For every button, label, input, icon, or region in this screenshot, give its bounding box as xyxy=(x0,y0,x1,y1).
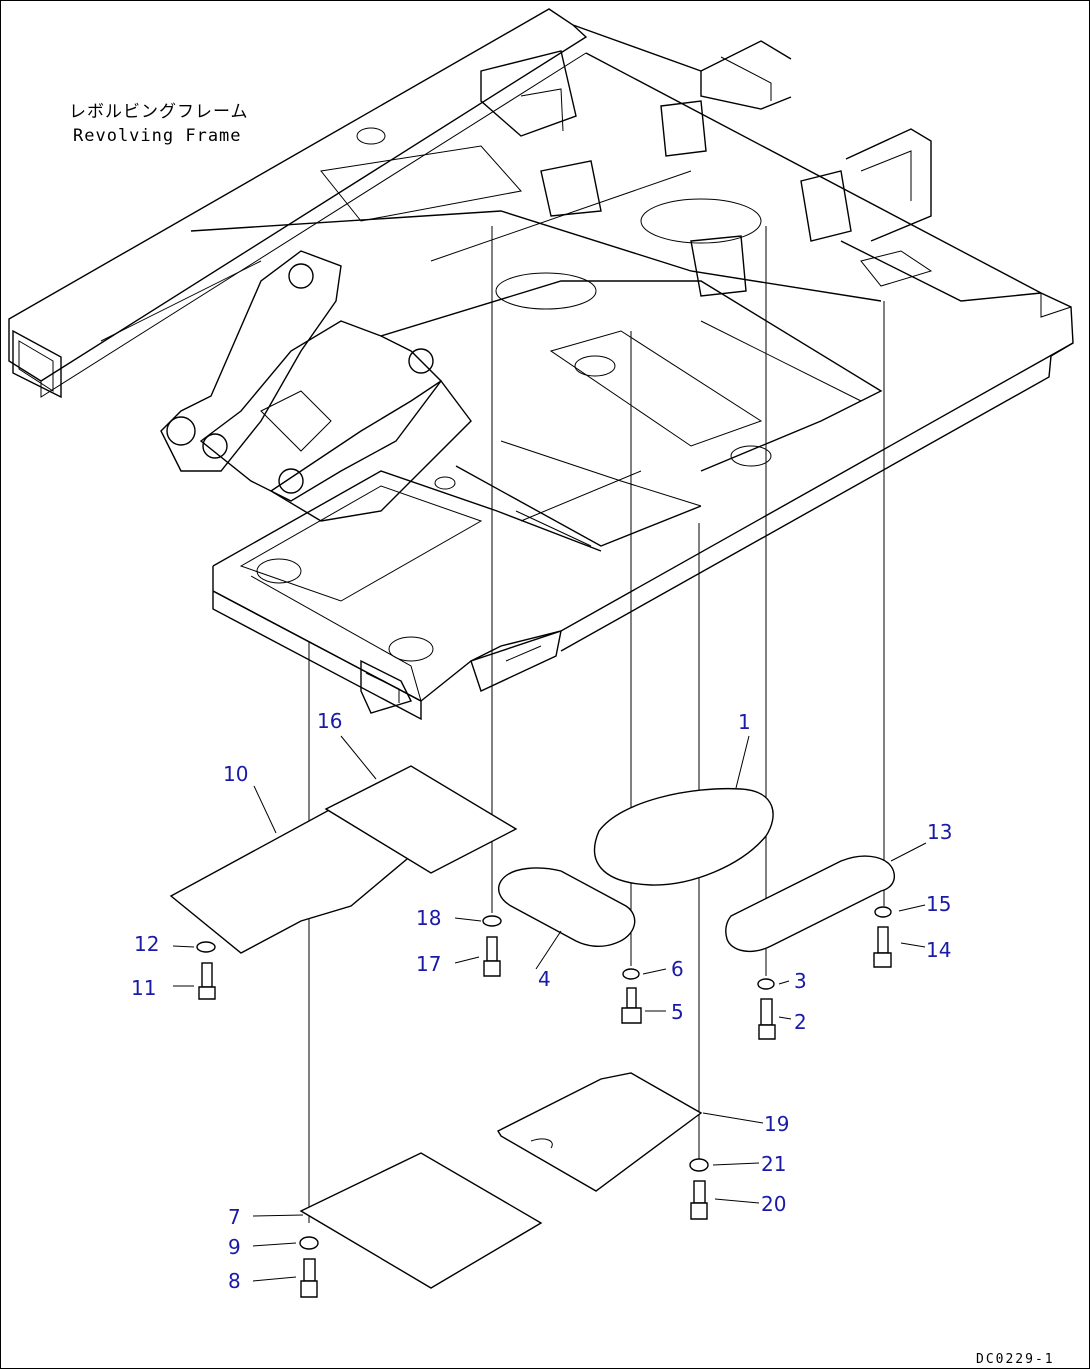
callout-19: 19 xyxy=(764,1112,789,1136)
callout-12: 12 xyxy=(134,932,159,956)
cover-1 xyxy=(594,787,774,886)
callouts: 1 2 3 4 5 6 7 8 9 10 11 12 13 14 15 16 1… xyxy=(131,709,952,1293)
drawing-code: DC0229-1 xyxy=(976,1352,1055,1367)
callout-9: 9 xyxy=(228,1235,241,1259)
callout-3: 3 xyxy=(794,969,807,993)
frame-label-japanese: レボルビングフレーム xyxy=(69,102,249,122)
callout-4: 4 xyxy=(538,967,551,991)
revolving-frame xyxy=(8,8,1074,721)
callout-21: 21 xyxy=(761,1152,786,1176)
callout-2: 2 xyxy=(794,1010,807,1034)
callout-6: 6 xyxy=(671,957,684,981)
callout-8: 8 xyxy=(228,1269,241,1293)
cover-4 xyxy=(498,867,636,948)
assembly-lines xyxy=(308,226,885,1223)
callout-20: 20 xyxy=(761,1192,786,1216)
leaders xyxy=(172,735,927,1282)
fasteners xyxy=(196,906,892,1298)
callout-5: 5 xyxy=(671,1000,684,1024)
frame-label-english: Revolving Frame xyxy=(73,126,242,146)
callout-17: 17 xyxy=(416,952,441,976)
callout-15: 15 xyxy=(926,892,951,916)
callout-16: 16 xyxy=(317,709,342,733)
callout-18: 18 xyxy=(416,906,441,930)
cover-16 xyxy=(324,765,518,874)
callout-11: 11 xyxy=(131,976,156,1000)
callout-14: 14 xyxy=(926,938,951,962)
cover-19 xyxy=(497,1072,703,1192)
callout-10: 10 xyxy=(223,762,248,786)
callout-13: 13 xyxy=(927,820,952,844)
frame-label: レボルビングフレーム Revolving Frame xyxy=(69,102,249,146)
callout-7: 7 xyxy=(228,1205,241,1229)
cover-7 xyxy=(299,1152,543,1289)
cover-13 xyxy=(725,855,896,953)
callout-1: 1 xyxy=(738,710,751,734)
